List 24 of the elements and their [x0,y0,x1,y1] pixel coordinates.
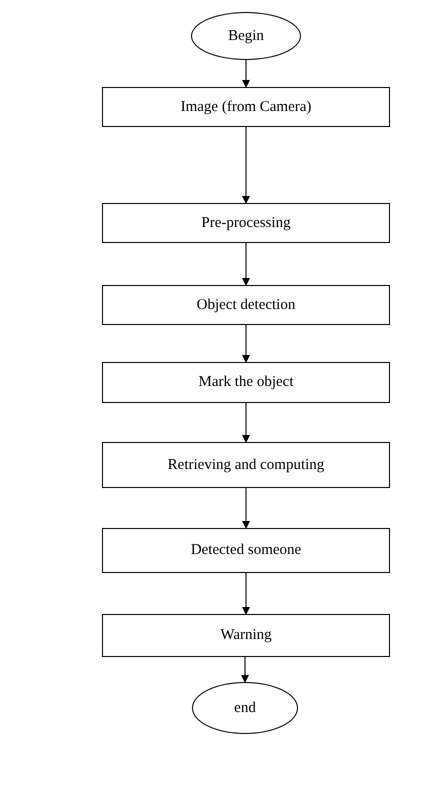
arrow [242,242,250,286]
arrow [242,324,250,363]
arrow [242,126,250,204]
node-label: Detected someone [190,542,302,559]
process-box [102,442,390,488]
node-label: Object detection [196,296,296,314]
process-box [102,203,390,243]
node-label: Mark the object [198,374,294,391]
arrow [242,60,250,88]
node-label: Pre-processing [200,214,292,232]
arrow [242,488,250,529]
node-label: Retrieving and computing [166,456,326,474]
node-label: Image (from Camera) [180,98,312,116]
process-box [102,87,390,127]
node-label: Begin [227,28,265,44]
node-label: end [233,700,257,716]
arrow [242,572,250,615]
arrow [242,402,250,443]
arrow [241,656,249,683]
process-box [102,528,390,573]
process-box [102,285,390,325]
node-label: Warning [219,627,273,644]
process-box [102,362,390,403]
process-box [102,614,390,657]
